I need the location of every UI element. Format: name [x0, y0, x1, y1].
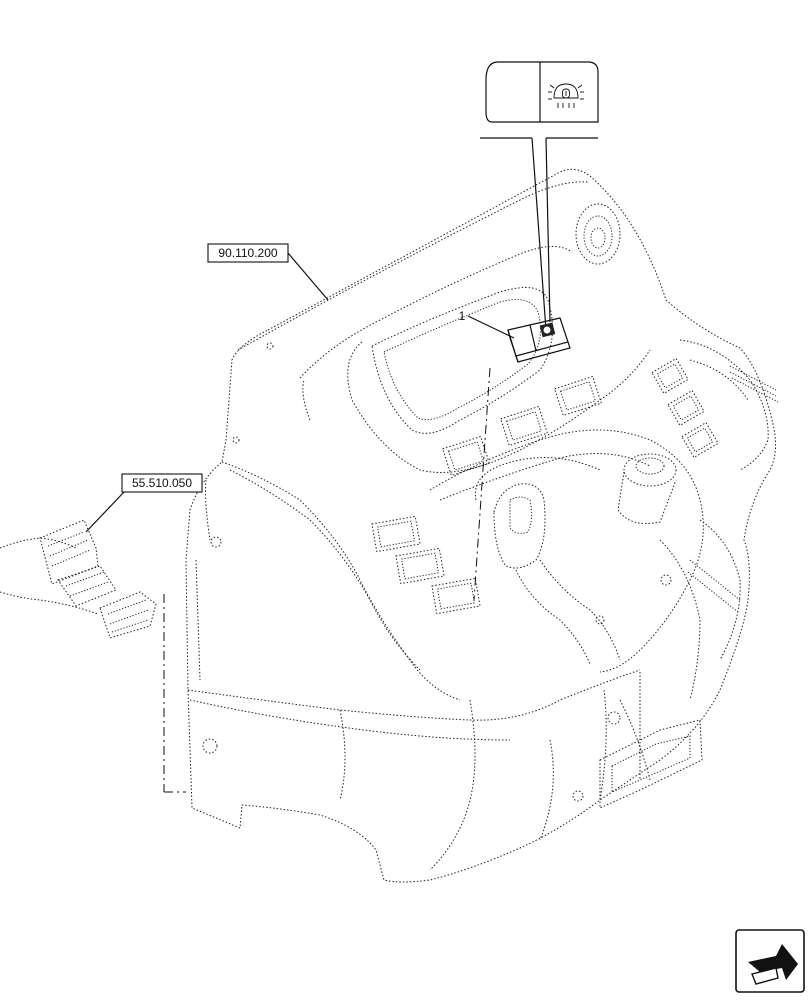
callout-90-110-200-text: 90.110.200 — [218, 246, 277, 260]
item-number-label: 1 — [459, 309, 466, 323]
rocker-switch-part — [507, 317, 571, 363]
switch-detail-symbol — [485, 61, 599, 123]
item-callout-1: 1 — [459, 309, 515, 339]
leader-line — [531, 137, 547, 331]
work-light-icon — [548, 83, 584, 108]
centre-line — [473, 367, 491, 601]
callout-55-510-050: 55.510.050 — [85, 473, 203, 533]
dashboard-console — [185, 168, 779, 883]
next-page-arrow-icon[interactable] — [735, 929, 805, 993]
wiring-connector-part — [0, 519, 157, 639]
leader-line — [545, 137, 551, 323]
callout-55-510-050-text: 55.510.050 — [132, 476, 192, 490]
callout-90-110-200: 90.110.200 — [207, 243, 329, 301]
